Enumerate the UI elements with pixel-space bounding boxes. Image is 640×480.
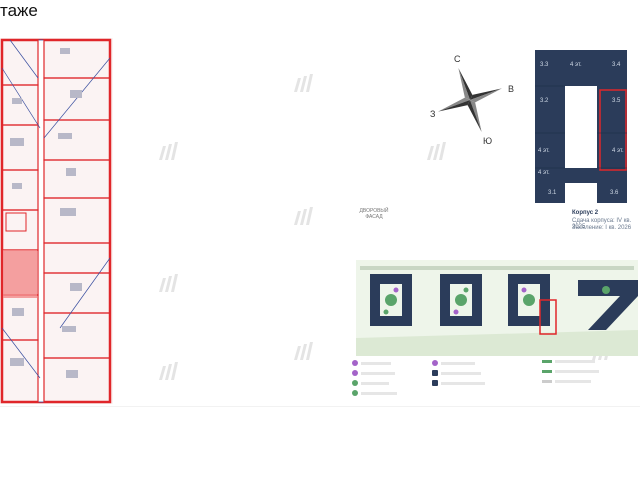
legend-marker-icon	[352, 390, 358, 396]
building-plan[interactable]	[527, 48, 635, 208]
compass-east-label: В	[508, 84, 515, 94]
compass-rose-icon	[438, 68, 502, 132]
legend-line-icon	[542, 370, 552, 373]
section-label: 3.5	[612, 98, 621, 104]
legend-marker-icon	[352, 370, 358, 376]
compass-north-label: С	[454, 54, 461, 64]
compass-west-label: З	[430, 109, 436, 119]
watermark-icon	[427, 142, 446, 160]
section-label: 3.4	[612, 62, 621, 68]
watermark-icon	[294, 74, 313, 92]
compass-south-label: Ю	[483, 136, 493, 146]
legend-marker-icon	[432, 380, 438, 386]
legend-marker-icon	[432, 370, 438, 376]
building-caption-title: Корпус 2	[572, 210, 599, 216]
legend-line-icon	[542, 380, 552, 383]
section-floors-label: 4 эт.	[538, 148, 550, 154]
building-caption-line: Заселение: I кв. 2026	[572, 225, 632, 231]
site-map-legend	[352, 358, 640, 403]
watermark-icon	[159, 142, 178, 160]
watermark-icon	[159, 362, 178, 380]
section-floors-label: 4 эт.	[570, 62, 582, 68]
section-label: 3.3	[540, 62, 549, 68]
facade-label: ДВОРОВЫЙ ФАСАД	[359, 208, 389, 220]
building-caption-line: Сдача корпуса: IV кв. 2025	[572, 218, 632, 230]
floor-plan[interactable]	[0, 38, 113, 404]
page-title: таже	[0, 1, 38, 20]
section-floors-label: 4 эт.	[538, 170, 550, 176]
section-label: 3.6	[610, 190, 619, 196]
legend-marker-icon	[432, 360, 438, 366]
legend-marker-icon	[352, 360, 358, 366]
divider	[0, 406, 640, 407]
section-label: 3.1	[548, 190, 557, 196]
section-label: 3.2	[540, 98, 549, 104]
watermark-icon	[159, 274, 178, 292]
site-map[interactable]	[356, 260, 638, 356]
legend-line-icon	[542, 360, 552, 363]
watermark-icon	[294, 207, 313, 225]
section-floors-label: 4 эт.	[612, 148, 624, 154]
watermark-icon	[294, 342, 313, 360]
legend-marker-icon	[352, 380, 358, 386]
